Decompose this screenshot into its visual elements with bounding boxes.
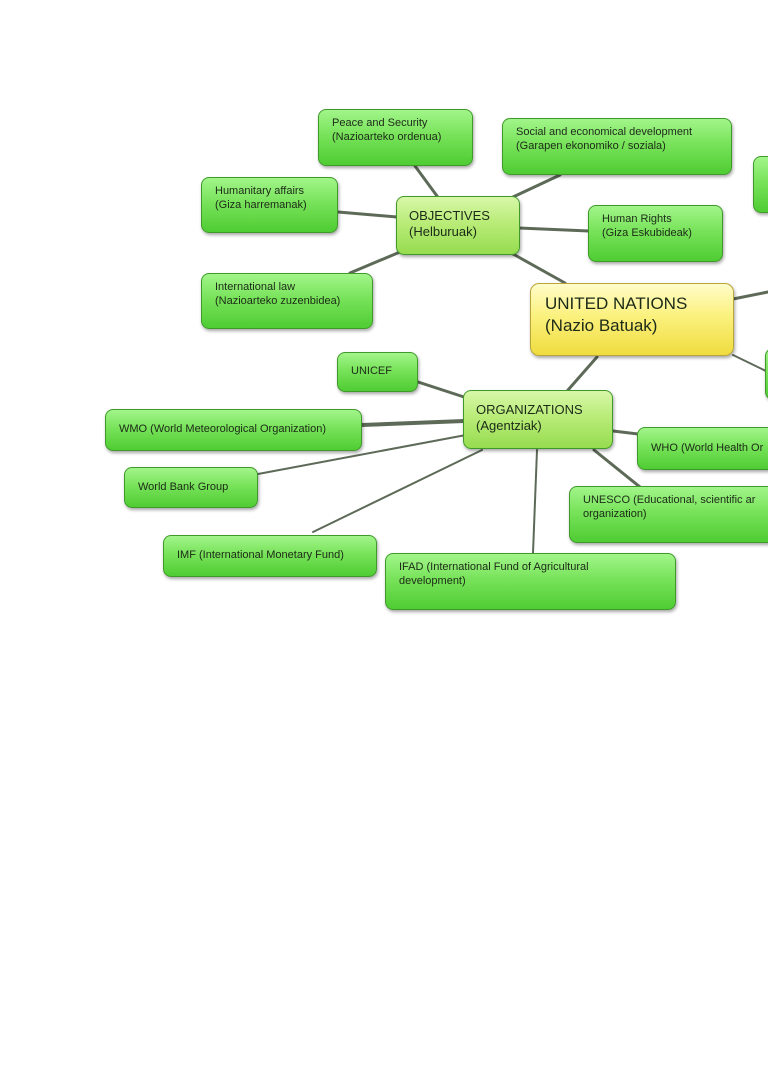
node-social-economical-development: Social and economical development (Garap…	[502, 118, 732, 175]
node-label: WHO (World Health Or	[651, 441, 764, 454]
node-label: WMO (World Meteorological Organization)	[119, 423, 327, 435]
link-who	[611, 429, 640, 436]
link-ifad	[532, 449, 538, 554]
link-root-right-1	[731, 290, 768, 301]
node-label: World Bank Group	[138, 480, 229, 493]
hub-node-objectives: OBJECTIVES (Helburuak)	[396, 196, 520, 255]
node-label: Humanitary affairs	[215, 185, 305, 197]
objectives-subtitle: (Helburuak)	[409, 224, 477, 239]
node-label: Human Rights	[602, 213, 672, 225]
node-humanitary-affairs: Humanitary affairs (Giza harremanak)	[201, 177, 338, 233]
node-sublabel: development)	[399, 575, 466, 587]
link-wmo	[360, 419, 466, 427]
organizations-title: ORGANIZATIONS	[476, 402, 583, 417]
link-unesco	[592, 448, 642, 489]
link-worldbank	[257, 434, 467, 475]
link-root-right-2	[732, 354, 768, 373]
node-sublabel: (Nazioarteko zuzenbidea)	[215, 295, 341, 307]
node-sublabel: (Nazioarteko ordenua)	[332, 131, 442, 143]
node-label: IMF (International Monetary Fund)	[177, 549, 344, 561]
link-humanrights	[517, 226, 591, 233]
link-imf	[312, 449, 483, 533]
node-unesco: UNESCO (Educational, scientific ar organ…	[569, 486, 768, 543]
node-label: Peace and Security	[332, 117, 428, 129]
node-unicef: UNICEF	[337, 352, 418, 392]
node-sublabel: (Giza Eskubideak)	[602, 227, 692, 239]
link-unicef	[416, 380, 466, 399]
link-intlaw	[348, 250, 402, 275]
node-label: Social and economical development	[516, 126, 693, 138]
node-offscreen-right-upper	[753, 156, 768, 213]
node-sublabel: (Garapen ekonomiko / soziala)	[516, 140, 666, 152]
organizations-subtitle: (Agentziak)	[476, 418, 542, 433]
node-label: IFAD (International Fund of Agricultural	[399, 561, 589, 573]
link-peace	[413, 164, 439, 198]
node-label: International law	[215, 281, 296, 293]
node-sublabel: (Giza harremanak)	[215, 199, 307, 211]
link-root-organizations	[566, 355, 599, 392]
node-wmo: WMO (World Meteorological Organization)	[105, 409, 362, 451]
root-subtitle: (Nazio Batuak)	[545, 316, 658, 335]
node-human-rights: Human Rights (Giza Eskubideak)	[588, 205, 723, 262]
node-ifad: IFAD (International Fund of Agricultural…	[385, 553, 676, 610]
link-objectives-root	[511, 252, 567, 285]
node-world-bank-group: World Bank Group	[124, 467, 258, 508]
link-social	[511, 173, 562, 199]
root-node-united-nations: UNITED NATIONS (Nazio Batuak)	[530, 283, 734, 356]
node-label: UNICEF	[351, 365, 392, 377]
node-international-law: International law (Nazioarteko zuzenbide…	[201, 273, 373, 329]
node-peace-and-security: Peace and Security (Nazioarteko ordenua)	[318, 109, 473, 166]
hub-node-organizations: ORGANIZATIONS (Agentziak)	[463, 390, 613, 449]
node-label: UNESCO (Educational, scientific ar	[583, 494, 756, 506]
node-who: WHO (World Health Or	[637, 427, 768, 470]
link-humanitary	[336, 210, 399, 219]
node-imf: IMF (International Monetary Fund)	[163, 535, 377, 577]
root-title: UNITED NATIONS	[545, 294, 688, 313]
objectives-title: OBJECTIVES	[409, 208, 490, 223]
node-sublabel: organization)	[583, 508, 647, 520]
